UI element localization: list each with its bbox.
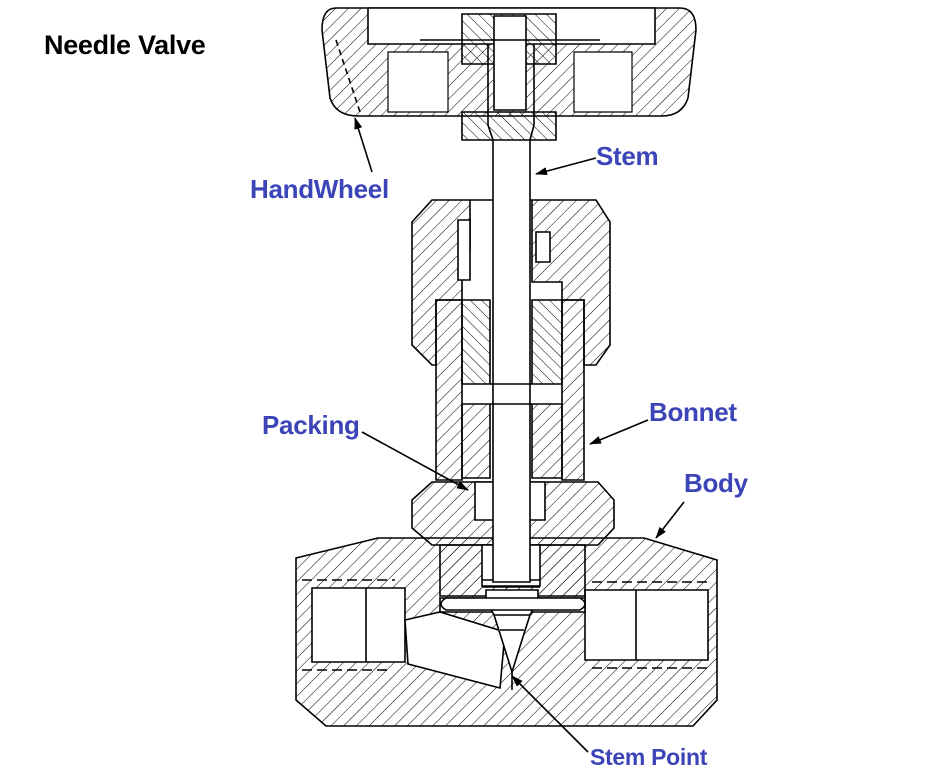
stem-point-arrow	[511, 675, 589, 753]
packing	[461, 299, 563, 479]
label-body: Body	[684, 468, 748, 498]
diagram-title: Needle Valve	[44, 30, 206, 60]
label-stem-point: Stem Point	[590, 744, 708, 770]
handwheel-arrow	[354, 117, 373, 173]
bonnet-arrow	[589, 419, 649, 445]
handwheel	[321, 7, 697, 141]
seat-ring	[440, 597, 586, 611]
label-bonnet: Bonnet	[649, 397, 737, 427]
body-arrow	[655, 501, 685, 539]
packing-arrow	[361, 431, 469, 491]
label-stem: Stem	[596, 141, 659, 171]
stem-arrow	[535, 157, 597, 176]
label-packing: Packing	[262, 410, 360, 440]
label-handwheel: HandWheel	[250, 174, 389, 204]
packing-nut	[411, 199, 611, 366]
